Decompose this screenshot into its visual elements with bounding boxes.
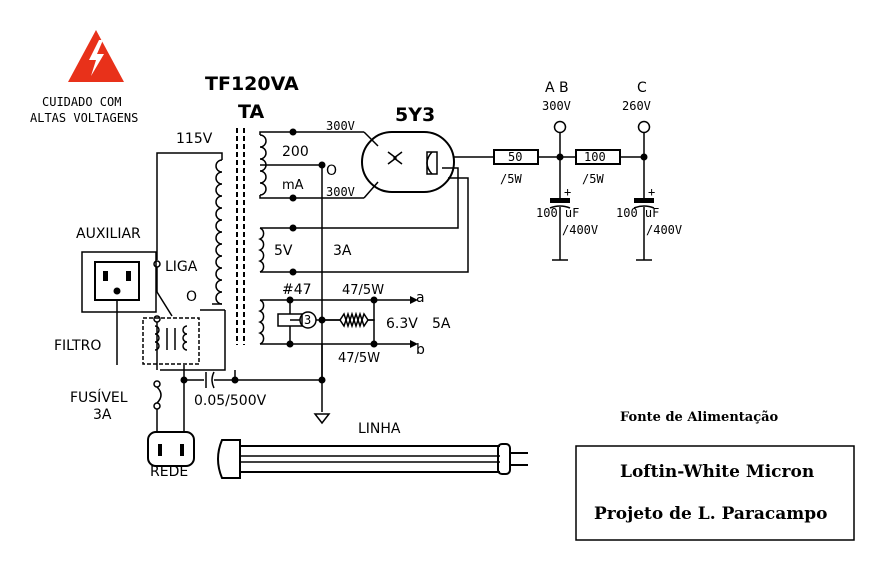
hv-current-label: 200 — [282, 144, 309, 160]
auxiliar-label: AUXILIAR — [76, 226, 141, 242]
title-line2: Projeto de L. Paracampo — [594, 504, 827, 524]
capacitor-1-value: 100 uF — [536, 206, 579, 220]
title-caption: Fonte de Alimentação — [620, 410, 779, 425]
liga-label: LIGA — [165, 259, 198, 275]
transformer-ref: TA — [238, 101, 264, 123]
output-c-voltage: 260V — [622, 99, 651, 113]
output-ab-voltage: 300V — [542, 99, 571, 113]
warning-line2: ALTAS VOLTAGENS — [30, 111, 138, 125]
output-a-label: a — [416, 290, 425, 306]
hv-tap2-label: 300V — [326, 185, 355, 199]
rede-label: REDE — [150, 464, 188, 480]
capacitor-2: + — [633, 185, 655, 261]
pilot-lamp-number: 3 — [304, 313, 311, 327]
title-block — [575, 445, 855, 541]
output-c-label: C — [637, 80, 647, 96]
warning-line1: CUIDADO COM — [42, 95, 121, 109]
fusivel-label: FUSÍVEL — [70, 389, 128, 406]
output-c-terminal — [637, 120, 651, 134]
ground-icon — [313, 413, 331, 425]
heater-resistor-a: 47/5W — [342, 283, 384, 298]
hv-tap1-label: 300V — [326, 119, 355, 133]
mains-plug-rede — [147, 431, 195, 467]
line-capacitor-label: 0.05/500V — [194, 393, 267, 409]
liga-tap-label: O — [186, 289, 197, 305]
transformer-core — [236, 128, 245, 345]
fuse-icon — [153, 380, 162, 410]
filtro-label: FILTRO — [54, 338, 101, 354]
output-ab-terminal — [553, 120, 567, 134]
capacitor-2-value: 100 uF — [616, 206, 659, 220]
high-voltage-warning-icon — [68, 30, 124, 82]
capacitor-1-rating: /400V — [562, 223, 598, 237]
output-ab-label: A B — [545, 80, 569, 96]
svg-text:+: + — [648, 185, 655, 199]
capacitor-1: + — [549, 185, 571, 261]
filament-winding — [258, 227, 265, 273]
resistor-100-value: 100 — [584, 150, 606, 164]
resistor-50-value: 50 — [508, 150, 522, 164]
line-filter — [142, 317, 200, 365]
linha-label: LINHA — [358, 421, 401, 437]
fuse-rating-label: 3A — [93, 407, 112, 423]
filament-current-label: 3A — [333, 243, 352, 259]
output-b-label: b — [416, 342, 425, 358]
rectifier-tube-5y3 — [361, 131, 455, 193]
power-switch-liga — [153, 260, 173, 323]
title-line1: Loftin-White Micron — [620, 462, 814, 482]
heater-resistor-b: 47/5W — [338, 351, 380, 366]
resistor-50-rating: /5W — [500, 172, 522, 186]
heater-winding — [258, 299, 265, 345]
capacitor-2-rating: /400V — [646, 223, 682, 237]
svg-text:+: + — [564, 185, 571, 199]
primary-voltage-label: 115V — [176, 131, 213, 147]
resistor-100-rating: /5W — [582, 172, 604, 186]
tube-label: 5Y3 — [395, 104, 435, 126]
line-capacitor — [205, 371, 215, 389]
heater-current-label: 5A — [432, 316, 451, 332]
filament-voltage-label: 5V — [274, 243, 293, 259]
heater-voltage-label: 6.3V — [386, 316, 418, 332]
transformer-model: TF120VA — [205, 73, 299, 95]
center-tap-label: O — [326, 163, 337, 179]
auxiliary-box — [81, 251, 157, 313]
lamp-label: #47 — [282, 282, 312, 298]
power-cord-linha — [217, 439, 528, 479]
primary-winding — [215, 159, 223, 305]
hv-current-unit: mA — [282, 178, 304, 193]
